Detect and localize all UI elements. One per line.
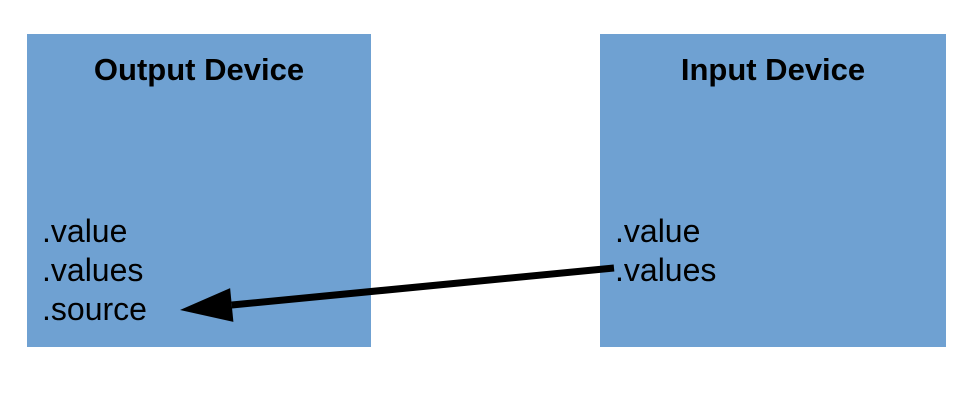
input-device-property-list: .value .values	[615, 212, 716, 290]
input-device-title: Input Device	[680, 52, 866, 87]
output-device-property-values: .values	[42, 252, 144, 288]
input-device-property-value: .value	[615, 213, 701, 249]
output-device-box[interactable]: Output Device .value .values .source	[27, 34, 371, 347]
input-device-box[interactable]: Input Device .value .values	[600, 34, 946, 347]
output-device-property-source: .source	[42, 291, 147, 327]
output-device-property-value: .value	[42, 213, 128, 249]
input-device-property-values: .values	[615, 252, 717, 288]
output-device-property-list: .value .values .source	[42, 212, 147, 329]
output-device-title: Output Device	[93, 52, 305, 87]
